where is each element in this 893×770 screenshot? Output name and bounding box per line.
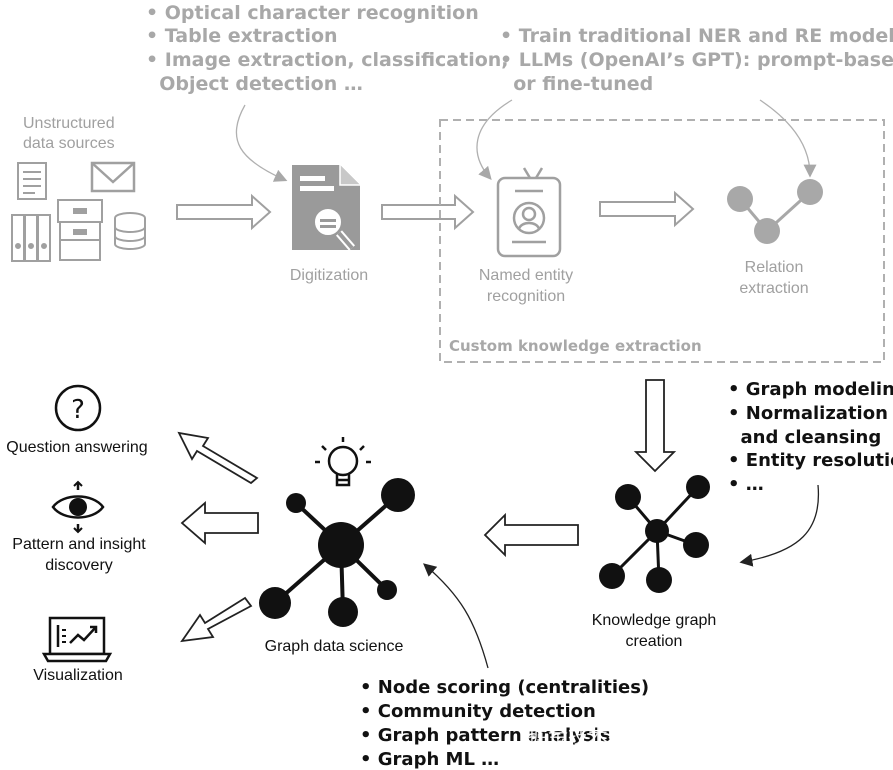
bullet-object: Object detection … (146, 73, 363, 95)
arrow-gds-to-viz (180, 596, 253, 643)
kg-bullets: • Graph modeling • Normalization and cle… (728, 379, 893, 495)
bullet-pattern-analysis: • Graph pattern analysis (360, 725, 611, 746)
bullet-finetuned: or fine-tuned (500, 73, 653, 95)
top-right-bullets: • Train traditional NER and RE models • … (500, 25, 893, 95)
laptop-chart-icon (41, 616, 113, 663)
ner-label-line2: recognition (487, 288, 565, 305)
bullet-ocr: • Optical character recognition (146, 2, 479, 24)
kg-label-line1: Knowledge graph (592, 612, 717, 629)
arrow-kg-to-gds (483, 512, 579, 558)
pattern-label-line1: Pattern and insight (12, 536, 146, 553)
arrow-gds-to-pattern (180, 501, 259, 545)
digitization-label: Digitization (290, 267, 368, 284)
bullet-image: • Image extraction, classification, (146, 49, 509, 71)
bullet-graph-modeling: • Graph modeling (728, 379, 893, 400)
curve-arrow-digitization (235, 104, 288, 182)
custom-box-label: Custom knowledge extraction (449, 337, 702, 355)
digitization-icon (292, 165, 360, 251)
eye-icon (51, 480, 105, 534)
bullet-node-scoring: • Node scoring (centralities) (360, 677, 649, 698)
ner-label-line1: Named entity (479, 267, 573, 284)
bullet-graph-ml: • Graph ML … (360, 749, 499, 770)
viz-label: Visualization (33, 667, 123, 684)
arrow-sources-to-digitization (176, 193, 272, 231)
pattern-label-line2: discovery (45, 557, 113, 574)
gds-bullets: • Node scoring (centralities) • Communit… (360, 677, 649, 770)
arrow-gds-to-qa (177, 431, 259, 485)
bullet-llm: • LLMs (OpenAI’s GPT): prompt-based (500, 49, 893, 71)
sources-label-line2: data sources (23, 135, 115, 152)
curve-arrow-kg (739, 484, 820, 567)
relation-label-line1: Relation (745, 259, 804, 276)
gds-graph-icon (259, 478, 415, 627)
relation-label-line2: extraction (739, 280, 808, 297)
bullet-table: • Table extraction (146, 25, 338, 47)
arrow-ner-to-relation (599, 190, 695, 228)
lightbulb-icon (315, 437, 371, 487)
kg-label-line2: creation (626, 633, 683, 650)
curve-arrow-relation (759, 99, 817, 178)
sources-label-line1: Unstructured (23, 115, 115, 132)
curve-arrow-ner (476, 99, 513, 180)
bullet-ellipsis: • … (728, 474, 764, 495)
mail-icon (90, 161, 136, 193)
graph-nodes-icon (727, 179, 823, 244)
question-icon: ? (54, 384, 102, 432)
bullet-normalization: • Normalization (728, 403, 888, 424)
svg-text:?: ? (71, 395, 85, 425)
curve-arrow-gds (423, 563, 489, 669)
arrow-digitization-to-ner (381, 193, 475, 231)
qa-label: Question answering (6, 439, 147, 456)
bullet-community: • Community detection (360, 701, 596, 722)
badge-icon (496, 167, 562, 258)
binder-icon (11, 214, 51, 262)
database-icon (114, 212, 146, 250)
custom-extraction-box (439, 119, 885, 363)
bullet-cleansing: and cleansing (728, 427, 881, 448)
top-left-bullets: • Optical character recognition • Table … (146, 2, 509, 95)
document-icon (17, 162, 47, 200)
gds-label: Graph data science (265, 638, 404, 655)
kg-graph-icon (599, 475, 710, 593)
bullet-entity-resolution: • Entity resolution (728, 450, 893, 471)
watermark: 掘金技术社区 @ 数据智能老司机 (528, 724, 821, 748)
arrow-extraction-to-kg (633, 379, 677, 473)
box-icon (57, 199, 103, 261)
bullet-ner-re: • Train traditional NER and RE models (500, 25, 893, 47)
